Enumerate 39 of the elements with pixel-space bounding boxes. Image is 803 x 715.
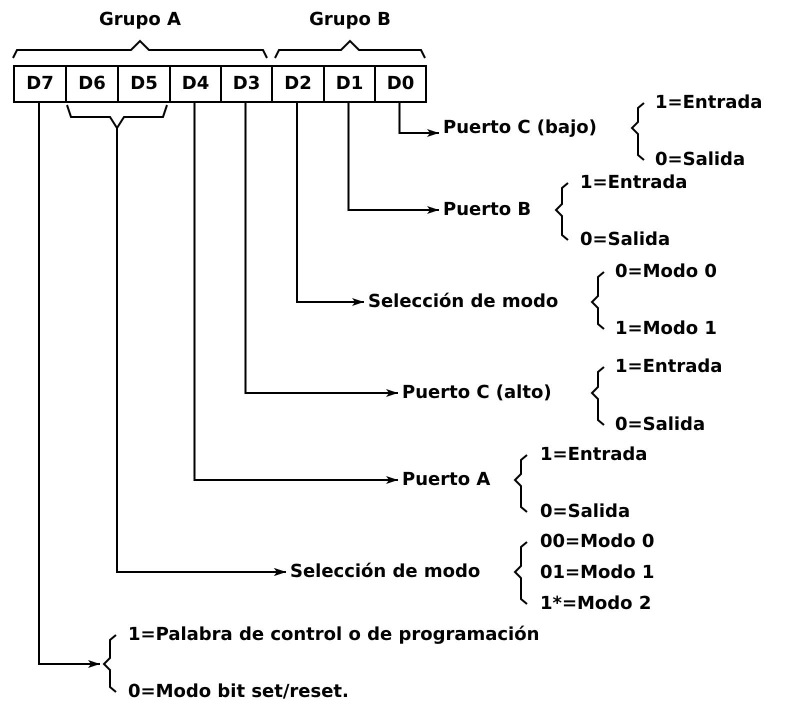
option-text: 1=Modo 1	[615, 317, 717, 341]
group-label: Grupo B	[308, 8, 392, 32]
port-label: Puerto A	[402, 468, 490, 492]
port-label: Puerto C (bajo)	[443, 116, 597, 140]
option-text: 0=Salida	[655, 148, 746, 172]
option-text: 00=Modo 0	[540, 530, 654, 554]
arrow	[38, 103, 100, 668]
option-text: 0=Salida	[540, 500, 630, 524]
arrow	[398, 103, 439, 137]
arrow	[348, 103, 439, 214]
bit-cell: D3	[220, 65, 273, 103]
option-text: 0=Modo bit set/reset.	[128, 680, 349, 704]
group-label: Grupo A	[98, 8, 182, 32]
arrow	[116, 104, 286, 576]
bit-cell: D4	[169, 65, 222, 103]
curly-brace	[102, 634, 117, 693]
bit-cell: D7	[13, 65, 67, 103]
option-text: 0=Salida	[580, 228, 670, 252]
option-text: 01=Modo 1	[540, 561, 654, 585]
option-text: 1*=Modo 2	[540, 592, 652, 616]
option-text: 0=Modo 0	[615, 260, 717, 284]
option-text: 1=Palabra de control o de programación	[128, 623, 540, 647]
bit-cell: D6	[65, 65, 119, 103]
mode-label: Selección de modo	[290, 560, 480, 584]
option-text: 1=Entrada	[540, 443, 648, 467]
arrow	[244, 103, 398, 397]
option-text: 1=Entrada	[615, 355, 722, 379]
bit-cell: D2	[271, 65, 325, 103]
bit-cell: D1	[323, 65, 376, 103]
bit-cell: D0	[374, 65, 427, 103]
arrow	[194, 103, 398, 484]
arrow	[296, 103, 364, 306]
option-text: 1=Entrada	[655, 91, 762, 115]
port-label: Puerto B	[443, 198, 532, 222]
option-text: 0=Salida	[615, 413, 706, 437]
bit-cell: D5	[117, 65, 171, 103]
mode-label: Selección de modo	[368, 290, 558, 314]
port-label: Puerto C (alto)	[402, 381, 552, 405]
option-text: 1=Entrada	[580, 171, 688, 195]
